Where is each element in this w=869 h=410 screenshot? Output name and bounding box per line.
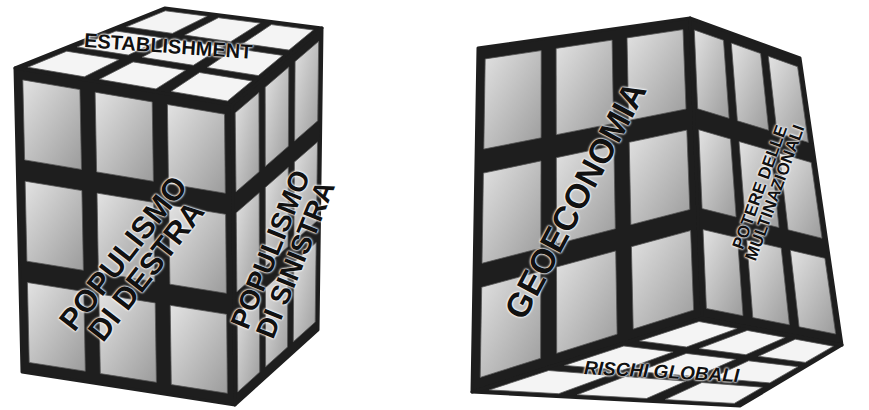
cube-sticker	[790, 250, 835, 334]
cube-sticker	[699, 130, 736, 217]
cube-sticker	[23, 80, 82, 169]
cube-sticker	[295, 41, 319, 141]
cube-sticker	[731, 43, 768, 130]
cube-sticker	[265, 67, 289, 166]
cube-sticker	[25, 181, 83, 270]
cube-face	[690, 18, 842, 345]
cube-sticker	[694, 30, 729, 118]
cube-sticker	[629, 130, 690, 225]
cube-sticker	[170, 305, 227, 393]
cube-sticker	[665, 383, 762, 404]
cube-sticker	[95, 92, 153, 181]
cube-sticker	[235, 93, 259, 192]
cube-sticker	[557, 251, 618, 353]
cube-face	[472, 318, 842, 406]
cube-sticker	[758, 339, 833, 362]
cube-sticker	[484, 51, 541, 150]
cube-sticker	[631, 231, 693, 330]
cube-face	[15, 68, 235, 405]
